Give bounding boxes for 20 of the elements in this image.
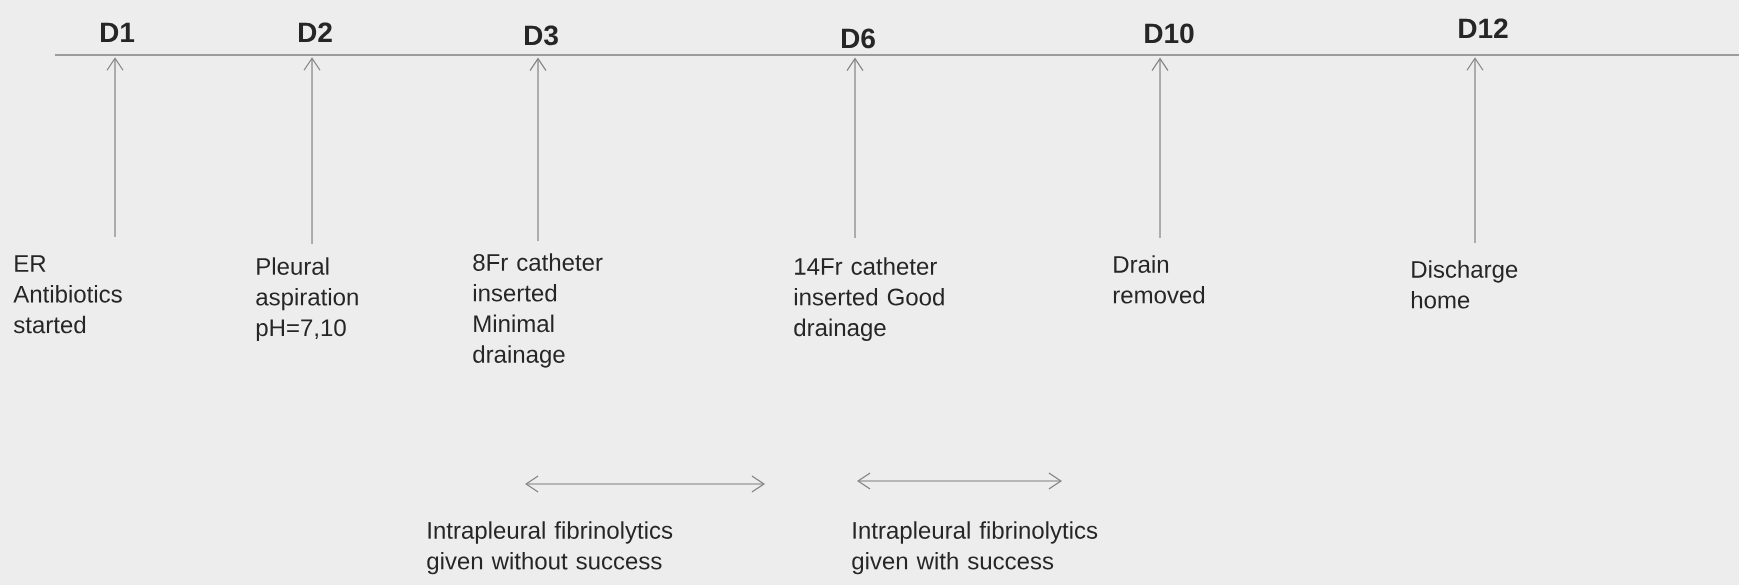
event-text: Intrapleural fibrinolytics given without success: [427, 521, 673, 575]
arrow: [1151, 57, 1169, 239]
event-text: Intrapleural fibrinolytics given with success: [852, 521, 1098, 575]
day-label: D10: [1145, 23, 1194, 44]
day-label: D3: [525, 25, 558, 46]
event-text: ER Antibiotics started: [13, 255, 122, 334]
event-text: 14Fr catheter inserted Good drainage: [794, 257, 944, 341]
event-text: 8Fr catheter inserted Minimal drainage: [473, 253, 603, 368]
day-label: D2: [299, 22, 332, 42]
arrow: [529, 57, 547, 242]
arrow: [303, 57, 321, 245]
day-label: D1: [101, 22, 135, 42]
event-text: Pleural aspiration pH=7,10: [256, 257, 358, 341]
day-label: D12: [1459, 18, 1508, 38]
event-text: Discharge home: [1411, 260, 1518, 309]
arrow: [1466, 57, 1484, 244]
event-text: Drain removed: [1113, 255, 1205, 304]
day-label: D6: [842, 28, 875, 49]
arrow: [846, 57, 864, 239]
arrow: [106, 57, 124, 238]
